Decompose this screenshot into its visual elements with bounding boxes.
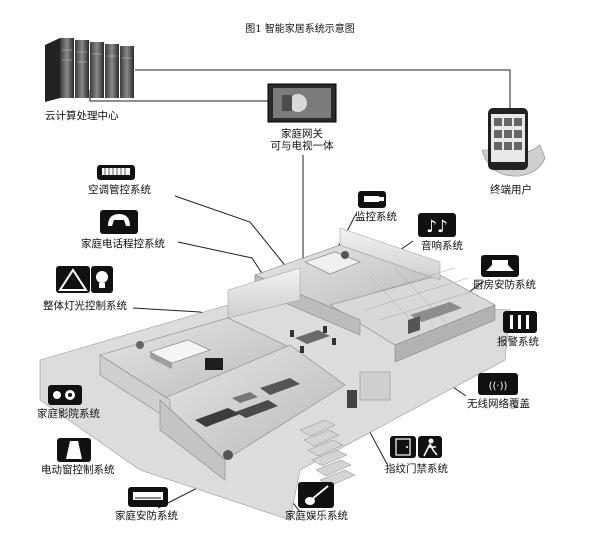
light-bulb-icon: [91, 266, 113, 293]
camera-icon: [358, 191, 386, 208]
wireless-signal-icon: ((·)): [478, 373, 518, 395]
label-gateway-line2: 可与电视一体: [270, 140, 334, 152]
svg-text:((·)): ((·)): [489, 381, 508, 392]
label-aircon: 空调管控系统: [88, 184, 151, 196]
air-conditioner-icon: [97, 165, 135, 180]
label-audio: 音响系统: [421, 240, 463, 252]
curtain-icon: [57, 438, 91, 462]
label-entertainment: 家庭娱乐系统: [285, 510, 348, 522]
label-gateway-line1: 家庭网关: [281, 128, 323, 140]
label-phone: 家庭电话程控系统: [81, 238, 165, 250]
server-rack-icon: [45, 38, 134, 102]
label-kitchen: 厨房安防系统: [473, 279, 536, 291]
line-cloud-terminal: [135, 69, 511, 112]
line-aircon: [174, 195, 293, 275]
range-hood-icon: [481, 255, 519, 277]
guitar-icon: [298, 482, 334, 508]
label-theater: 家庭影院系统: [37, 408, 100, 420]
label-security: 家庭安防系统: [115, 510, 178, 522]
walking-person-icon: [418, 436, 442, 458]
alarm-bars-icon: [503, 311, 537, 333]
label-lighting: 整体灯光控制系统: [43, 300, 127, 312]
smartphone-icon: [481, 108, 546, 177]
music-note-icon: ♪♪: [418, 213, 456, 237]
label-curtain: 电动窗控制系统: [41, 464, 115, 476]
house-illustration: [39, 227, 511, 521]
label-wireless: 无线网络覆盖: [467, 398, 530, 410]
label-cloud-center: 云计算处理中心: [45, 110, 119, 122]
label-monitor: 监控系统: [355, 211, 397, 223]
label-fingerprint: 指纹门禁系统: [385, 463, 448, 475]
svg-text:♪♪: ♪♪: [426, 217, 448, 237]
label-alarm: 报警系统: [497, 336, 539, 348]
warning-triangle-icon: [56, 266, 90, 293]
label-gateway: 家庭网关 可与电视一体: [257, 128, 347, 152]
telephone-icon: [100, 210, 138, 234]
label-terminal-user: 终端用户: [490, 184, 532, 196]
air-conditioner-icon-security: [128, 487, 168, 507]
tv-gateway-icon: [267, 83, 337, 123]
door-icon: [390, 436, 416, 458]
home-theater-icon: [48, 385, 82, 405]
figure-title: 图1 智能家居系统示意图: [245, 24, 355, 35]
